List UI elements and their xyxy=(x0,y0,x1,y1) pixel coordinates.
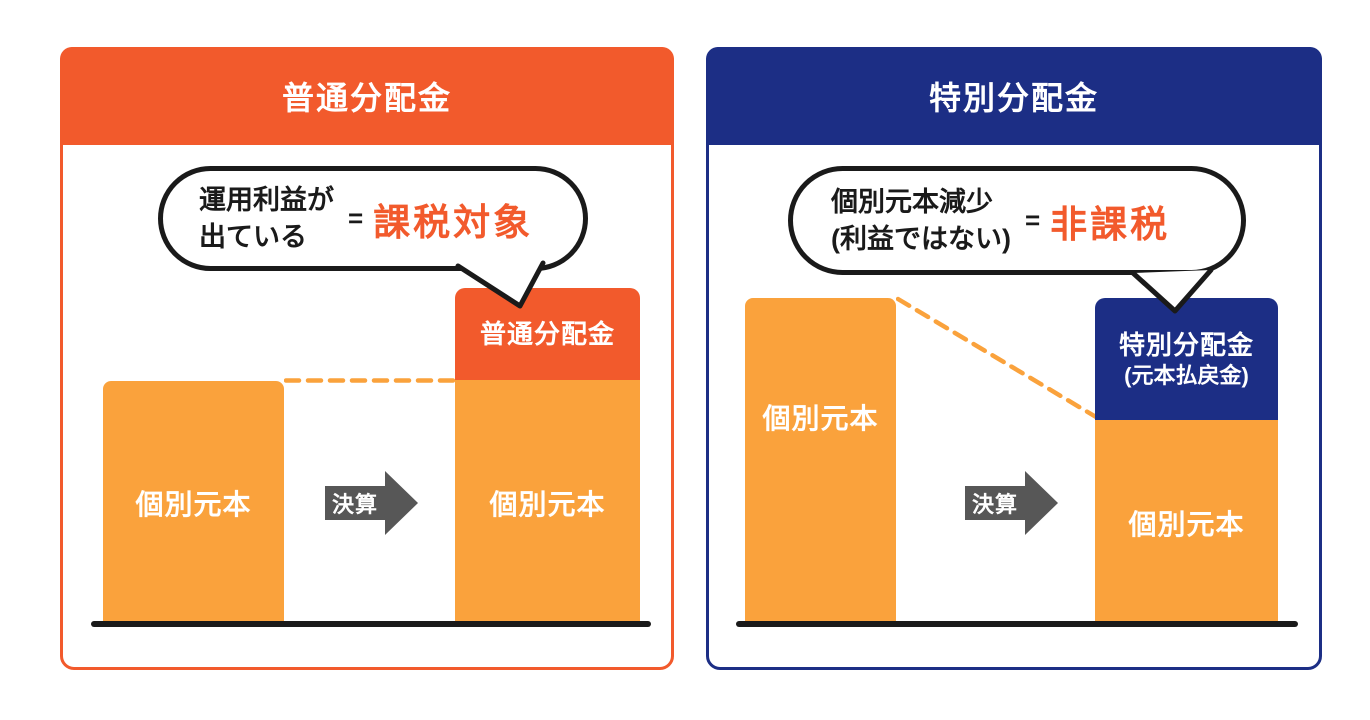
equals-sign: = xyxy=(348,203,364,233)
bubble-verdict-text: 課税対象 xyxy=(373,201,534,243)
arrow-right-icon xyxy=(325,471,418,535)
arrow-label: 決算 xyxy=(971,492,1018,517)
bubble-condition-line2: 出ている xyxy=(199,221,307,252)
speech-bubble-tail-icon xyxy=(1130,267,1214,314)
bubble-condition-line2: (利益ではない) xyxy=(831,223,1011,254)
bar-before-principal: 個別元本 xyxy=(745,298,896,625)
dashed-connector-line xyxy=(896,296,1099,420)
bubble-condition-text: 運用利益が 出ている xyxy=(199,182,334,255)
segment-label: 普通分配金 xyxy=(479,318,615,349)
arrow-label: 決算 xyxy=(331,492,378,517)
arrow-right-icon xyxy=(965,471,1058,535)
speech-bubble-ordinary: 運用利益が 出ている = 課税対象 xyxy=(158,166,588,271)
bubble-condition-text: 個別元本減少 (利益ではない) xyxy=(831,184,1011,257)
dashed-connector-line xyxy=(284,378,455,383)
bar-label: 個別元本 xyxy=(762,402,879,434)
panel-title-special: 特別分配金 xyxy=(706,47,1322,145)
bubble-condition-line1: 運用利益が xyxy=(199,185,334,216)
bubble-verdict-text: 非課税 xyxy=(1050,203,1171,245)
speech-bubble-special: 個別元本減少 (利益ではない) = 非課税 xyxy=(788,166,1246,275)
speech-bubble-tail-icon xyxy=(455,260,546,309)
segment-label: 特別分配金 xyxy=(1118,330,1254,360)
panel-special-distribution: 特別分配金 個別元本減少 (利益ではない) = 非課税 個別元本 特別分配金 (… xyxy=(706,47,1322,670)
equals-sign: = xyxy=(1024,205,1041,235)
baseline xyxy=(736,621,1298,627)
panel-title-ordinary: 普通分配金 xyxy=(60,47,674,145)
segment-sublabel: (元本払戻金) xyxy=(1124,362,1249,388)
panel-ordinary-distribution: 普通分配金 運用利益が 出ている = 課税対象 個別元本 普通分配金 個別元本 … xyxy=(60,47,674,670)
baseline xyxy=(91,621,651,627)
bar-segment-special-distribution: 特別分配金 (元本払戻金) xyxy=(1095,298,1278,420)
bar-before-principal: 個別元本 xyxy=(103,381,284,625)
bar-after-principal: 個別元本 xyxy=(1095,420,1278,625)
bar-segment-ordinary-distribution: 普通分配金 xyxy=(455,288,640,380)
bar-after-principal: 個別元本 xyxy=(455,380,640,625)
bubble-condition-line1: 個別元本減少 xyxy=(831,187,993,218)
